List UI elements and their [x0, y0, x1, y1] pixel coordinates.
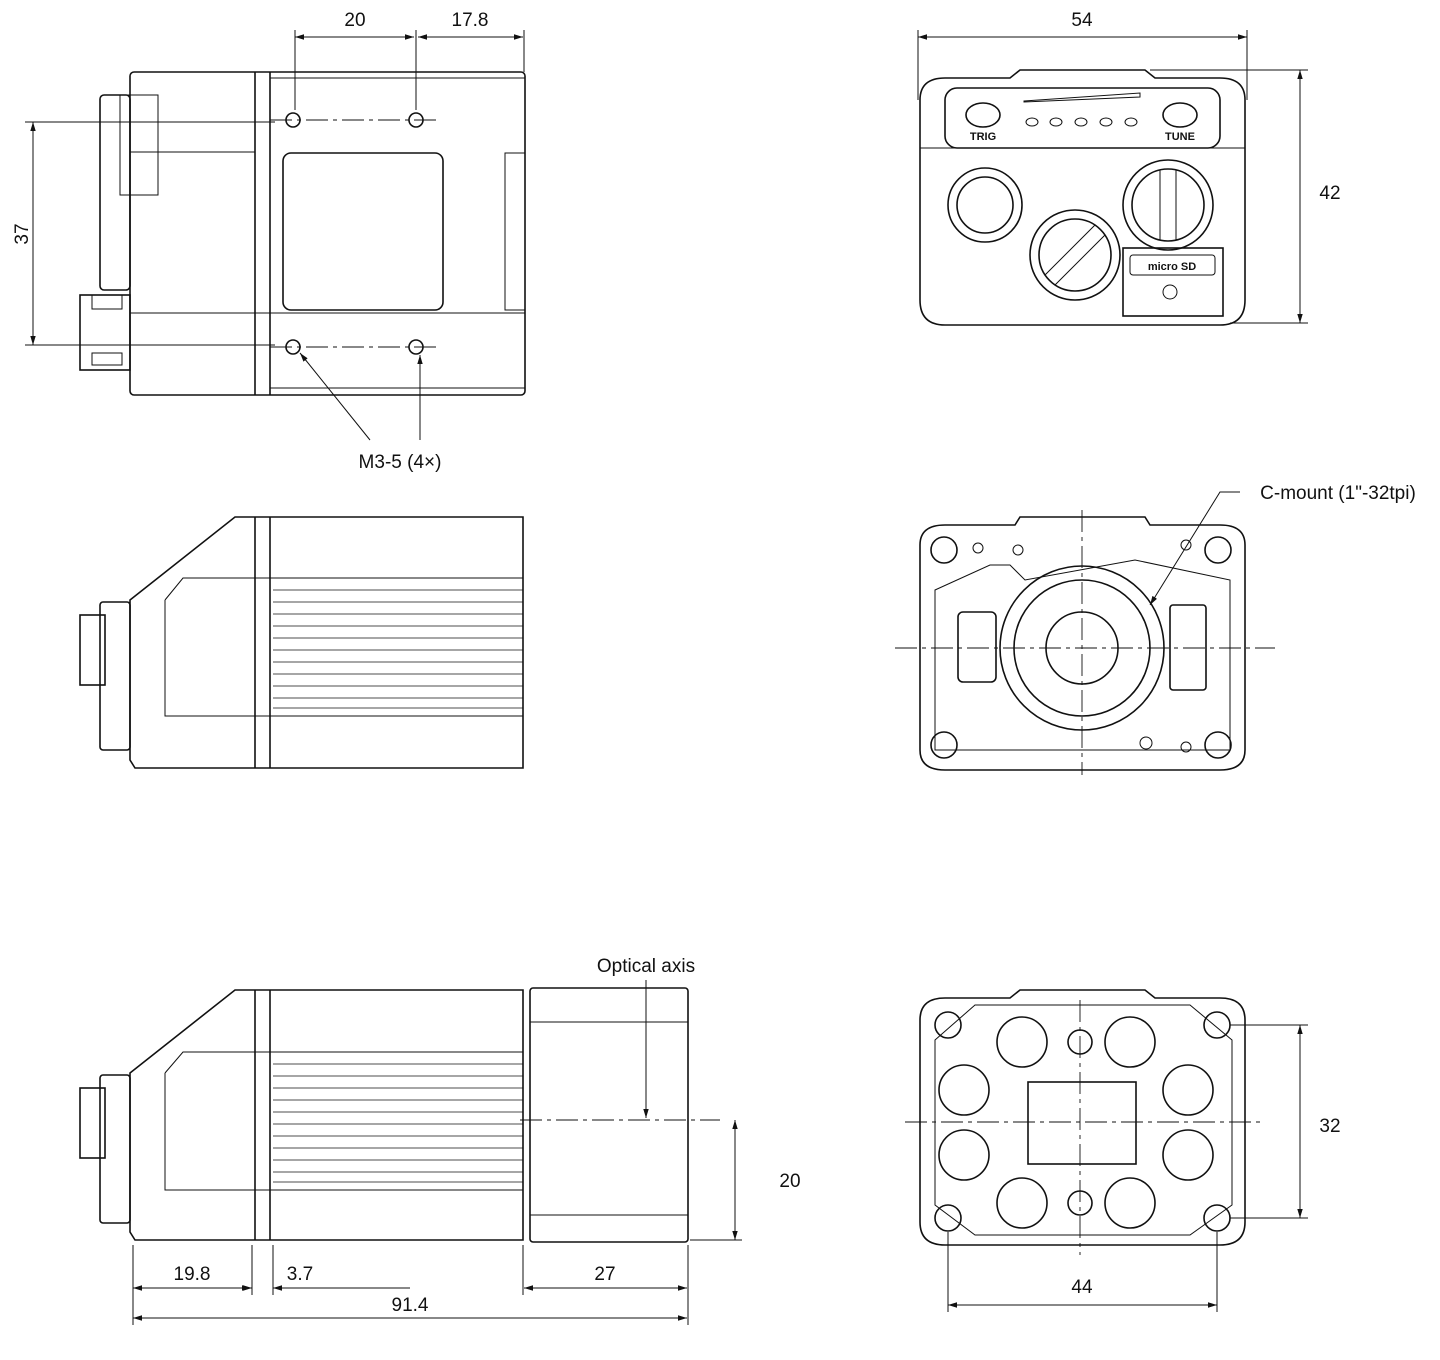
dim-hole-pitch-y: 37 — [12, 223, 33, 244]
mount-holes-label: M3-5 (4×) — [359, 452, 442, 473]
trig-label: TRIG — [970, 131, 996, 143]
lens — [529, 987, 689, 1243]
dim-bolt-pitch-y: 32 — [1319, 1116, 1340, 1137]
c-mount-label: C-mount (1"-32tpi) — [1260, 483, 1416, 504]
dim-width: 54 — [1071, 10, 1093, 31]
rear-panel-view: TRIG TUNE micro SD 54 42 — [917, 10, 1341, 326]
bottom-view: 32 44 — [905, 989, 1341, 1312]
light-windows — [938, 1016, 1214, 1229]
dim-optical-axis-height: 20 — [779, 1171, 800, 1192]
mount-holes — [285, 112, 424, 355]
top-view-left: 20 17.8 37 M3-5 (4×) — [12, 10, 526, 473]
dim-divider: 3.7 — [287, 1264, 313, 1285]
tune-button — [1162, 102, 1198, 128]
dim-hole-to-rear: 17.8 — [452, 10, 489, 31]
ethernet-cap — [1122, 159, 1214, 251]
dim-lens-length: 27 — [594, 1264, 615, 1285]
dim-total-length: 91.4 — [392, 1295, 429, 1316]
tune-label: TUNE — [1165, 131, 1195, 143]
dim-bolt-pitch-x: 44 — [1071, 1277, 1093, 1298]
sensor-window — [1027, 1081, 1137, 1165]
bolts — [934, 1011, 1231, 1232]
cable-cap — [1029, 209, 1121, 301]
io-connector — [947, 167, 1023, 243]
front-view: C-mount (1"-32tpi) — [895, 483, 1416, 775]
side-view-with-lens: Optical axis 20 19.8 3.7 27 91.4 — [79, 956, 801, 1325]
micro-sd-slot — [1122, 247, 1224, 317]
dim-hole-pitch-x: 20 — [344, 10, 365, 31]
optical-axis-label: Optical axis — [597, 956, 695, 977]
led-indicators — [1025, 117, 1138, 127]
dim-height: 42 — [1319, 183, 1340, 204]
trig-button — [965, 102, 1001, 128]
dim-rear-section: 19.8 — [174, 1264, 211, 1285]
side-view — [79, 516, 524, 769]
micro-sd-label: micro SD — [1148, 261, 1196, 273]
